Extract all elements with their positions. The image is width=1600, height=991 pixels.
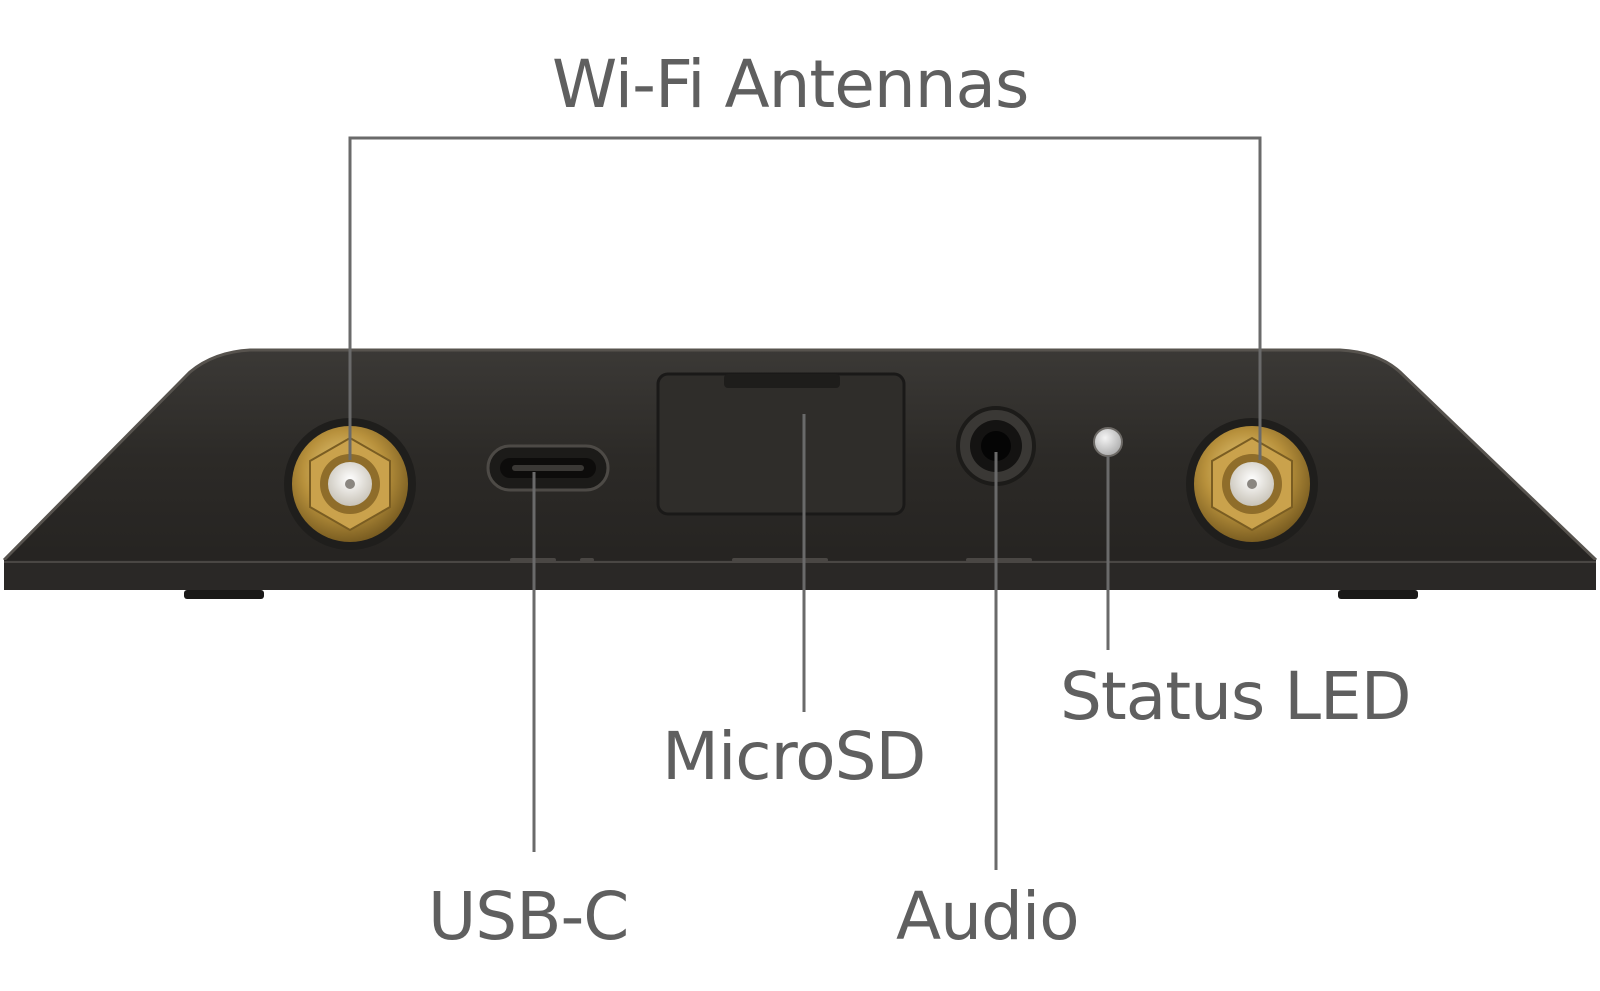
microsd-label: MicroSD: [662, 718, 926, 795]
status-led: [1093, 427, 1123, 457]
usb-c-port: [486, 444, 610, 492]
status-led-label: Status LED: [1060, 658, 1412, 735]
audio-label: Audio: [896, 878, 1080, 955]
microsd-slot: [656, 372, 906, 516]
usb-c-label: USB-C: [428, 878, 629, 955]
wifi-antennas-label: Wi-Fi Antennas: [552, 46, 1029, 123]
wifi-antenna-connector-right: [1186, 418, 1318, 550]
leader-lines: [348, 136, 1262, 870]
wifi-antennas-leader: [348, 136, 1262, 460]
wifi-antenna-connector-left: [284, 418, 416, 550]
